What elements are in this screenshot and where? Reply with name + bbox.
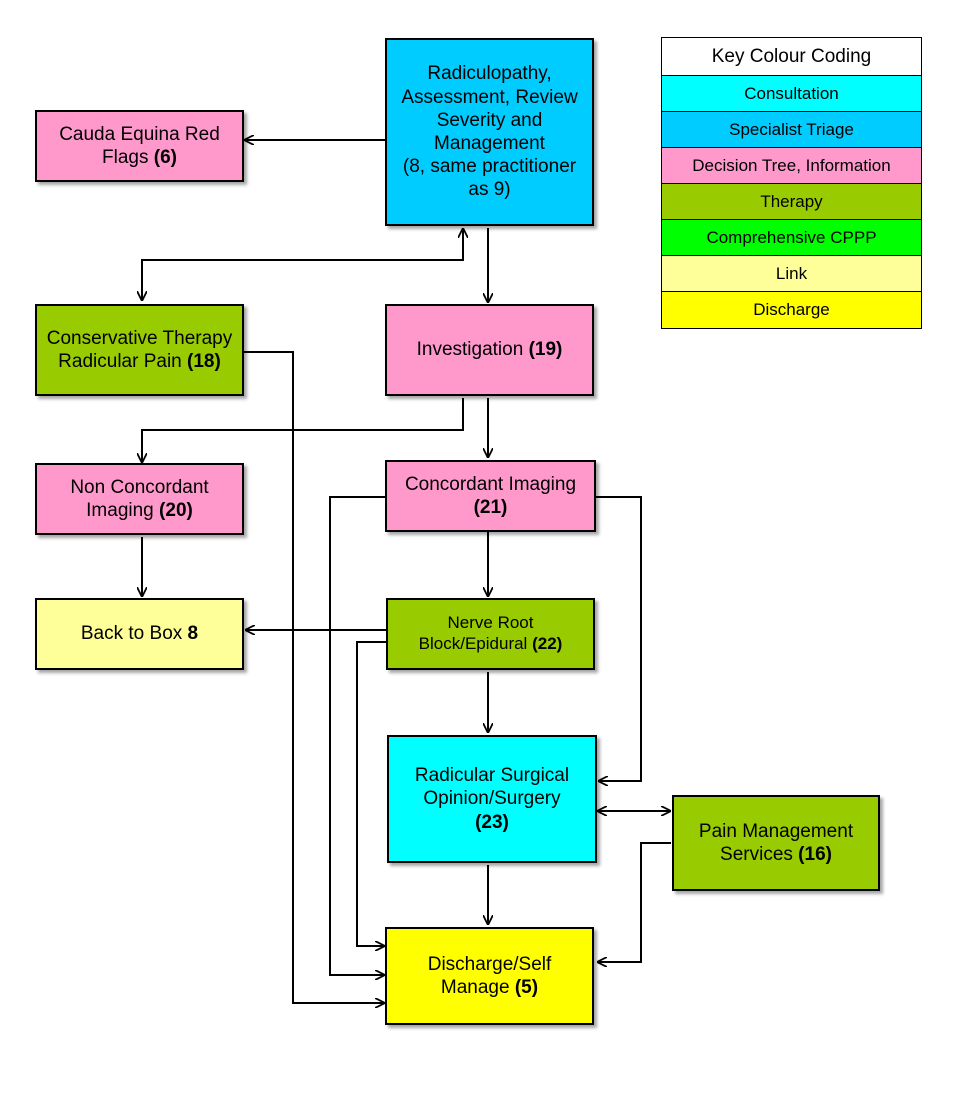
node-investigation-num: (19)	[528, 339, 563, 361]
node-discharge: Discharge/Self Manage (5)	[385, 927, 594, 1025]
node-nerve-root-block: Nerve Root Block/Epidural (22)	[386, 598, 595, 670]
key-item-decision-tree: Decision Tree, Information	[661, 147, 922, 185]
key-item-discharge: Discharge	[661, 291, 922, 329]
node-non-concordant-imaging: Non Concordant Imaging (20)	[35, 463, 244, 535]
node-back-to-box-text: Back to Box	[80, 623, 183, 645]
node-radicular-surgical-text: Radicular Surgical Opinion/Surgery	[414, 765, 570, 810]
node-cauda-equina-text: Cauda Equina Red Flags	[59, 123, 220, 168]
key-title: Key Colour Coding	[661, 36, 922, 77]
key-item-therapy: Therapy	[661, 183, 922, 221]
node-back-to-box-num: 8	[187, 623, 199, 645]
key-item-specialist-triage: Specialist Triage	[661, 111, 922, 149]
node-investigation-text: Investigation	[416, 339, 524, 361]
node-conservative-therapy: Conservative Therapy Radicular Pain (18)	[35, 304, 244, 396]
key-item-link: Link	[661, 255, 922, 293]
node-non-concordant-text: Non Concordant Imaging	[70, 476, 209, 521]
arrow-concordant-to-surgical	[596, 496, 642, 781]
node-back-to-box: Back to Box 8	[35, 598, 244, 670]
arrow-loop-conservative	[141, 229, 463, 300]
arrow-pain-to-discharge	[598, 842, 671, 962]
node-concordant-num: (21)	[473, 497, 508, 518]
key-item-consultation: Consultation	[661, 75, 922, 113]
key-item-comprehensive-cppp: Comprehensive CPPP	[661, 219, 922, 257]
node-cauda-equina: Cauda Equina Red Flags (6)	[35, 110, 244, 182]
node-pain-management-num: (16)	[798, 844, 832, 865]
node-pain-management: Pain Management Services (16)	[672, 795, 880, 891]
arrow-conservative-to-discharge	[243, 351, 384, 1003]
node-radiculopathy-text: Radiculopathy, Assessment, Review Severi…	[401, 63, 578, 154]
node-conservative-therapy-num: (18)	[187, 351, 221, 372]
node-non-concordant-num: (20)	[159, 500, 193, 521]
node-cauda-equina-num: (6)	[153, 147, 177, 168]
node-radiculopathy: Radiculopathy, Assessment, Review Severi…	[385, 38, 594, 226]
node-radiculopathy-num: (8, same practitioner as 9)	[402, 156, 577, 201]
node-concordant-text: Concordant Imaging	[404, 473, 577, 495]
node-pain-management-text: Pain Management Services	[698, 820, 854, 865]
node-radicular-surgical: Radicular Surgical Opinion/Surgery(23)	[387, 735, 597, 863]
node-concordant-imaging: Concordant Imaging(21)	[385, 460, 596, 532]
arrow-concordant-left-to-discharge	[329, 496, 386, 975]
node-nerve-root-num: (22)	[532, 634, 563, 653]
arrow-nerve-left-to-discharge	[356, 641, 386, 946]
node-investigation: Investigation (19)	[385, 304, 594, 396]
node-conservative-therapy-text: Conservative Therapy Radicular Pain	[46, 327, 233, 372]
node-radicular-surgical-num: (23)	[475, 811, 509, 833]
node-discharge-num: (5)	[514, 977, 539, 998]
colour-key-legend: Key Colour Coding Consultation Specialis…	[661, 36, 922, 329]
arrow-investigation-to-noncordant	[142, 398, 464, 462]
node-nerve-root-text: Nerve Root Block/Epidural	[418, 613, 534, 653]
node-discharge-text: Discharge/Self Manage	[427, 953, 552, 998]
